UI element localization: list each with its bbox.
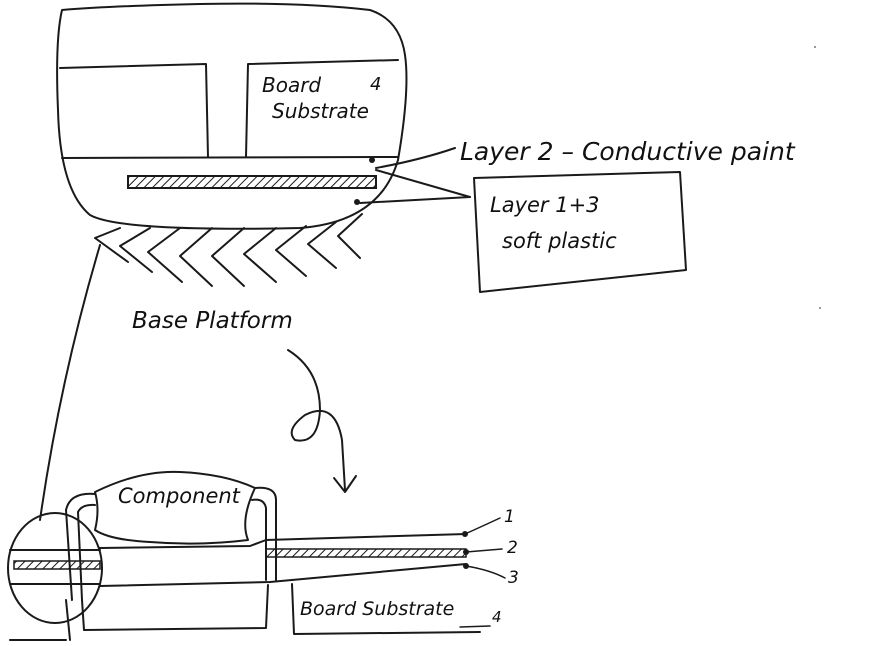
layer-number-3: 3: [508, 568, 519, 588]
layer2-dot: [369, 157, 375, 163]
board-substrate-label-line1: Board: [262, 73, 321, 97]
leader-lines: [359, 147, 471, 204]
layer2-label: Layer 2 – Conductive paint: [460, 137, 796, 166]
layer-top-line: [61, 156, 399, 159]
curly-arrow: [287, 349, 357, 493]
layer-number-2: 2: [507, 538, 518, 558]
cross-section-view: Component Board Substrate 1 2 3 4: [7, 470, 519, 641]
layer-3-surface: [99, 563, 467, 587]
layer13-dot: [354, 199, 360, 205]
magnifier-connector-line: [39, 244, 101, 521]
small-magnifier-circle: [7, 512, 103, 624]
board-substrate-outline: [291, 583, 481, 635]
board-substrate-bottom-label: Board Substrate: [300, 598, 454, 620]
layer-2-conductive: [265, 548, 467, 558]
layer-number-4: 4: [492, 608, 502, 626]
base-platform-chevrons: [94, 213, 363, 287]
magnifier-outline: [56, 2, 408, 230]
magnified-view: Board Substrate 4: [56, 2, 408, 230]
right-lead: [254, 486, 277, 581]
board-substrate-label-line2: Substrate: [272, 99, 369, 123]
layer-number-1: 1: [504, 507, 515, 527]
svg-text:Board Substrate: Board Substrate: [262, 73, 369, 123]
layer13-callout: Layer 1+3 soft plastic: [473, 171, 687, 293]
left-block: [59, 63, 209, 158]
layer13-box: [473, 171, 687, 293]
svg-text:Layer 1+3 soft plastic: Layer 1+3 soft plastic: [490, 193, 617, 253]
component-label: Component: [118, 484, 241, 508]
board-substrate-block: [245, 59, 399, 158]
board-substrate-number: 4: [370, 74, 381, 95]
left-lead: [65, 492, 96, 601]
base-platform-label: Base Platform: [132, 308, 293, 334]
layer13-label-line2: soft plastic: [502, 229, 617, 253]
layer13-label-line1: Layer 1+3: [490, 193, 600, 217]
layer-1-surface: [99, 533, 467, 549]
component-body: [94, 470, 256, 545]
conductive-paint-layer: [127, 175, 377, 189]
